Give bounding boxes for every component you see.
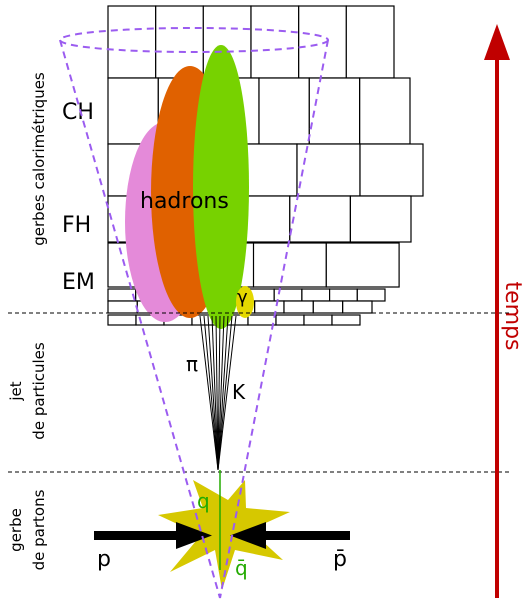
label-fh: FH xyxy=(62,213,91,238)
particle-track xyxy=(199,315,219,471)
calorimeter-cell xyxy=(107,314,137,326)
label-time: temps xyxy=(500,281,524,350)
calorimeter-cell xyxy=(359,143,424,197)
calorimeter-cell xyxy=(312,300,344,314)
particle-track xyxy=(211,315,219,471)
calorimeter-cell xyxy=(283,300,314,314)
cone-right-edge xyxy=(219,39,329,599)
calorimeter-cell xyxy=(107,300,138,314)
calorimeter-cell xyxy=(155,5,204,79)
label-partons-line1: gerbe xyxy=(7,508,25,552)
label-antiproton: p̄ xyxy=(333,547,347,572)
label-kaon: K xyxy=(232,380,246,404)
calorimeter-cell xyxy=(258,77,310,145)
calorimeter-cell xyxy=(345,5,395,79)
calorimeter-cell xyxy=(107,5,157,79)
calorimeter-cell xyxy=(331,314,361,326)
label-pion: π xyxy=(186,352,198,376)
particle-track xyxy=(217,315,233,471)
particle-track xyxy=(217,315,229,471)
calorimeter-cell xyxy=(250,5,300,79)
calorimeter-cell xyxy=(325,242,400,288)
calorimeter-cell xyxy=(275,314,305,326)
calorimeter-cell xyxy=(107,288,137,302)
green-shower-ellipse xyxy=(193,45,249,329)
calorimeter-cell xyxy=(289,195,351,243)
calorimeter-cell xyxy=(296,143,361,197)
label-quark: q xyxy=(197,489,210,513)
calorimeter-cell xyxy=(301,288,331,302)
cone-left-edge xyxy=(59,39,221,599)
calorimeter-cell xyxy=(247,314,277,326)
label-proton: p xyxy=(97,547,111,572)
particle-jet xyxy=(199,315,237,471)
proton-beam-left xyxy=(94,522,212,549)
label-calorimeter-showers: gerbes calorimétriques xyxy=(30,72,48,246)
label-jet-line1: jet xyxy=(7,381,25,401)
calorimeter-cell xyxy=(254,300,285,314)
particle-track xyxy=(217,315,237,471)
label-em: EM xyxy=(62,270,95,295)
arrow-up-icon xyxy=(484,24,510,598)
star-burst-icon xyxy=(158,480,290,590)
calorimeter-cell xyxy=(349,195,412,243)
gamma-shower-blob xyxy=(236,286,254,318)
label-hadrons: hadrons xyxy=(140,189,229,214)
calorimeter-cell xyxy=(303,314,333,326)
calorimeter-cell xyxy=(252,242,327,288)
particle-track xyxy=(215,315,219,471)
label-jet-line2: de particules xyxy=(30,342,48,440)
particle-track xyxy=(203,315,219,471)
label-antiquark: q̄ xyxy=(235,556,248,580)
calorimeter-cell xyxy=(329,288,358,302)
calorimeter-cell xyxy=(342,300,373,314)
calorimeter-cell xyxy=(356,288,386,302)
calorimeter-cell xyxy=(359,77,411,145)
antiproton-beam-right xyxy=(230,522,350,549)
particle-track xyxy=(217,315,221,471)
label-gamma: γ xyxy=(237,287,248,308)
cone-top-ellipse xyxy=(59,27,329,53)
calorimeter-cell xyxy=(308,77,361,145)
particle-track xyxy=(217,315,225,471)
calorimeter-cell xyxy=(273,288,303,302)
label-partons-line2: de partons xyxy=(30,489,48,570)
particle-track xyxy=(207,315,219,471)
